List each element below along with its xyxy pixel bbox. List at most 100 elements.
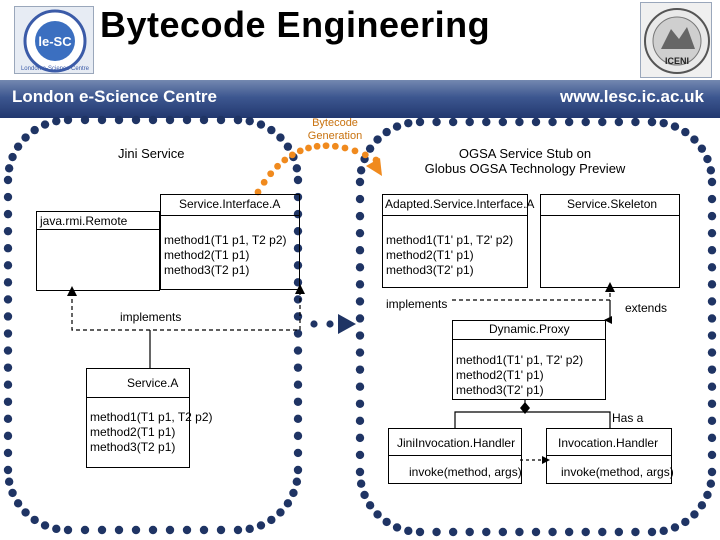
- jini-invocation-handler-name: JiniInvocation.Handler: [397, 436, 516, 450]
- border-dot: [581, 117, 590, 127]
- service-interface-a-name: Service.Interface.A: [179, 197, 281, 211]
- border-dot: [114, 115, 124, 125]
- border-dot: [681, 517, 690, 527]
- ogsa-title-line1: OGSA Service Stub on: [458, 146, 592, 161]
- border-dot: [293, 346, 303, 355]
- border-dot: [52, 524, 61, 534]
- service-interface-a-box[interactable]: Service.Interface.A method1(T1 p1, T2 p2…: [160, 194, 300, 290]
- border-dot: [3, 329, 13, 338]
- border-dot: [681, 127, 690, 137]
- border-dot: [392, 523, 402, 532]
- border-dot: [293, 363, 303, 372]
- border-dot: [148, 525, 158, 535]
- border-dot: [292, 477, 302, 486]
- implements-left-label: implements: [120, 310, 182, 324]
- border-dot: [690, 510, 699, 519]
- jini-invoke-method: invoke(method, args): [409, 465, 522, 479]
- service-a-box[interactable]: Service.A method1(T1 p1, T2 p2) method2(…: [86, 368, 213, 468]
- border-dot: [581, 527, 590, 537]
- border-dot: [305, 144, 312, 152]
- border-dot: [182, 115, 192, 125]
- border-dot: [97, 525, 107, 535]
- border-dot: [392, 122, 402, 131]
- border-dot: [356, 166, 366, 175]
- border-dot: [245, 116, 254, 126]
- border-dot: [707, 382, 717, 391]
- border-dot: [707, 467, 717, 477]
- border-dot: [707, 297, 717, 306]
- border-dot: [8, 152, 17, 162]
- lesc-logo-graphic: le-SC London e-Science Centre: [21, 9, 90, 73]
- border-dot: [293, 397, 303, 406]
- banner-bar: [0, 80, 720, 118]
- border-dot: [707, 416, 717, 426]
- dynamic-proxy-box[interactable]: Dynamic.Proxy method1(T1' p1, T2' p2) me…: [452, 320, 606, 400]
- border-dot: [283, 142, 293, 151]
- service-a-divider: [87, 397, 189, 398]
- adapted-service-interface-a-box[interactable]: Adapted.Service.Interface.A method1(T1' …: [382, 194, 534, 288]
- border-dot: [631, 527, 640, 537]
- border-dot: [382, 127, 391, 137]
- border-dot: [21, 133, 30, 142]
- implements-left-arrowhead-right: [295, 284, 305, 294]
- border-dot: [254, 188, 262, 196]
- border-dot: [288, 151, 296, 159]
- border-dot: [131, 115, 141, 125]
- border-dot: [355, 228, 365, 238]
- jini-invocation-handler-divider: [389, 455, 521, 456]
- border-dot: [245, 524, 254, 534]
- adapted-method1: method1(T1' p1, T2' p2): [386, 233, 514, 247]
- border-dot: [365, 144, 375, 153]
- border-dot: [3, 209, 13, 219]
- border-dot: [292, 164, 302, 173]
- border-dot: [313, 142, 321, 150]
- border-dot: [707, 433, 717, 443]
- border-dot: [63, 115, 73, 125]
- border-dot: [233, 115, 243, 125]
- border-dot: [614, 527, 624, 537]
- border-dot: [3, 192, 13, 202]
- border-dot: [707, 211, 717, 221]
- service-a-method1: method1(T1 p1, T2 p2): [90, 410, 213, 424]
- border-dot: [647, 117, 657, 127]
- bytecode-generation-arrow: [254, 142, 382, 196]
- page-title: Bytecode Engineering: [100, 4, 491, 45]
- border-dot: [267, 125, 276, 135]
- border-dot: [267, 170, 275, 178]
- border-dot: [293, 465, 303, 475]
- jini-invocation-handler-box[interactable]: JiniInvocation.Handler invoke(method, ar…: [388, 428, 522, 484]
- border-dot: [355, 467, 365, 477]
- border-dot: [260, 178, 268, 186]
- border-dot: [3, 363, 13, 372]
- border-dot: [276, 133, 285, 142]
- border-dot: [670, 523, 680, 532]
- border-dot: [3, 312, 13, 321]
- border-dot: [515, 527, 524, 537]
- dynamic-proxy-method3: method3(T2' p1): [456, 383, 544, 397]
- border-dot: [40, 120, 50, 129]
- border-dot: [707, 399, 717, 408]
- adapted-service-interface-a-divider: [383, 215, 527, 216]
- service-interface-a-divider: [161, 215, 299, 216]
- invocation-handler-box[interactable]: Invocation.Handler invoke(method, args): [546, 428, 674, 484]
- service-skeleton-name: Service.Skeleton: [567, 197, 658, 211]
- border-dot: [355, 280, 365, 289]
- implements-left-connector: [71, 290, 301, 331]
- border-dot: [233, 525, 243, 535]
- border-dot: [80, 115, 90, 125]
- java-rmi-remote-name: java.rmi.Remote: [40, 214, 128, 228]
- border-dot: [355, 348, 365, 357]
- border-dot: [293, 261, 303, 270]
- java-rmi-remote-box[interactable]: java.rmi.Remote: [36, 211, 160, 291]
- service-a-method2: method2(T1 p1): [90, 425, 176, 439]
- service-skeleton-box[interactable]: Service.Skeleton: [540, 194, 680, 288]
- border-dot: [351, 147, 359, 155]
- border-dot: [548, 117, 557, 127]
- border-dot: [182, 525, 192, 535]
- border-dot: [415, 117, 425, 127]
- border-dot: [256, 120, 266, 129]
- lesc-logo-caption: London e-Science Centre: [21, 66, 90, 72]
- banner-url[interactable]: www.lesc.ic.ac.uk: [560, 87, 704, 106]
- border-dot: [293, 448, 303, 458]
